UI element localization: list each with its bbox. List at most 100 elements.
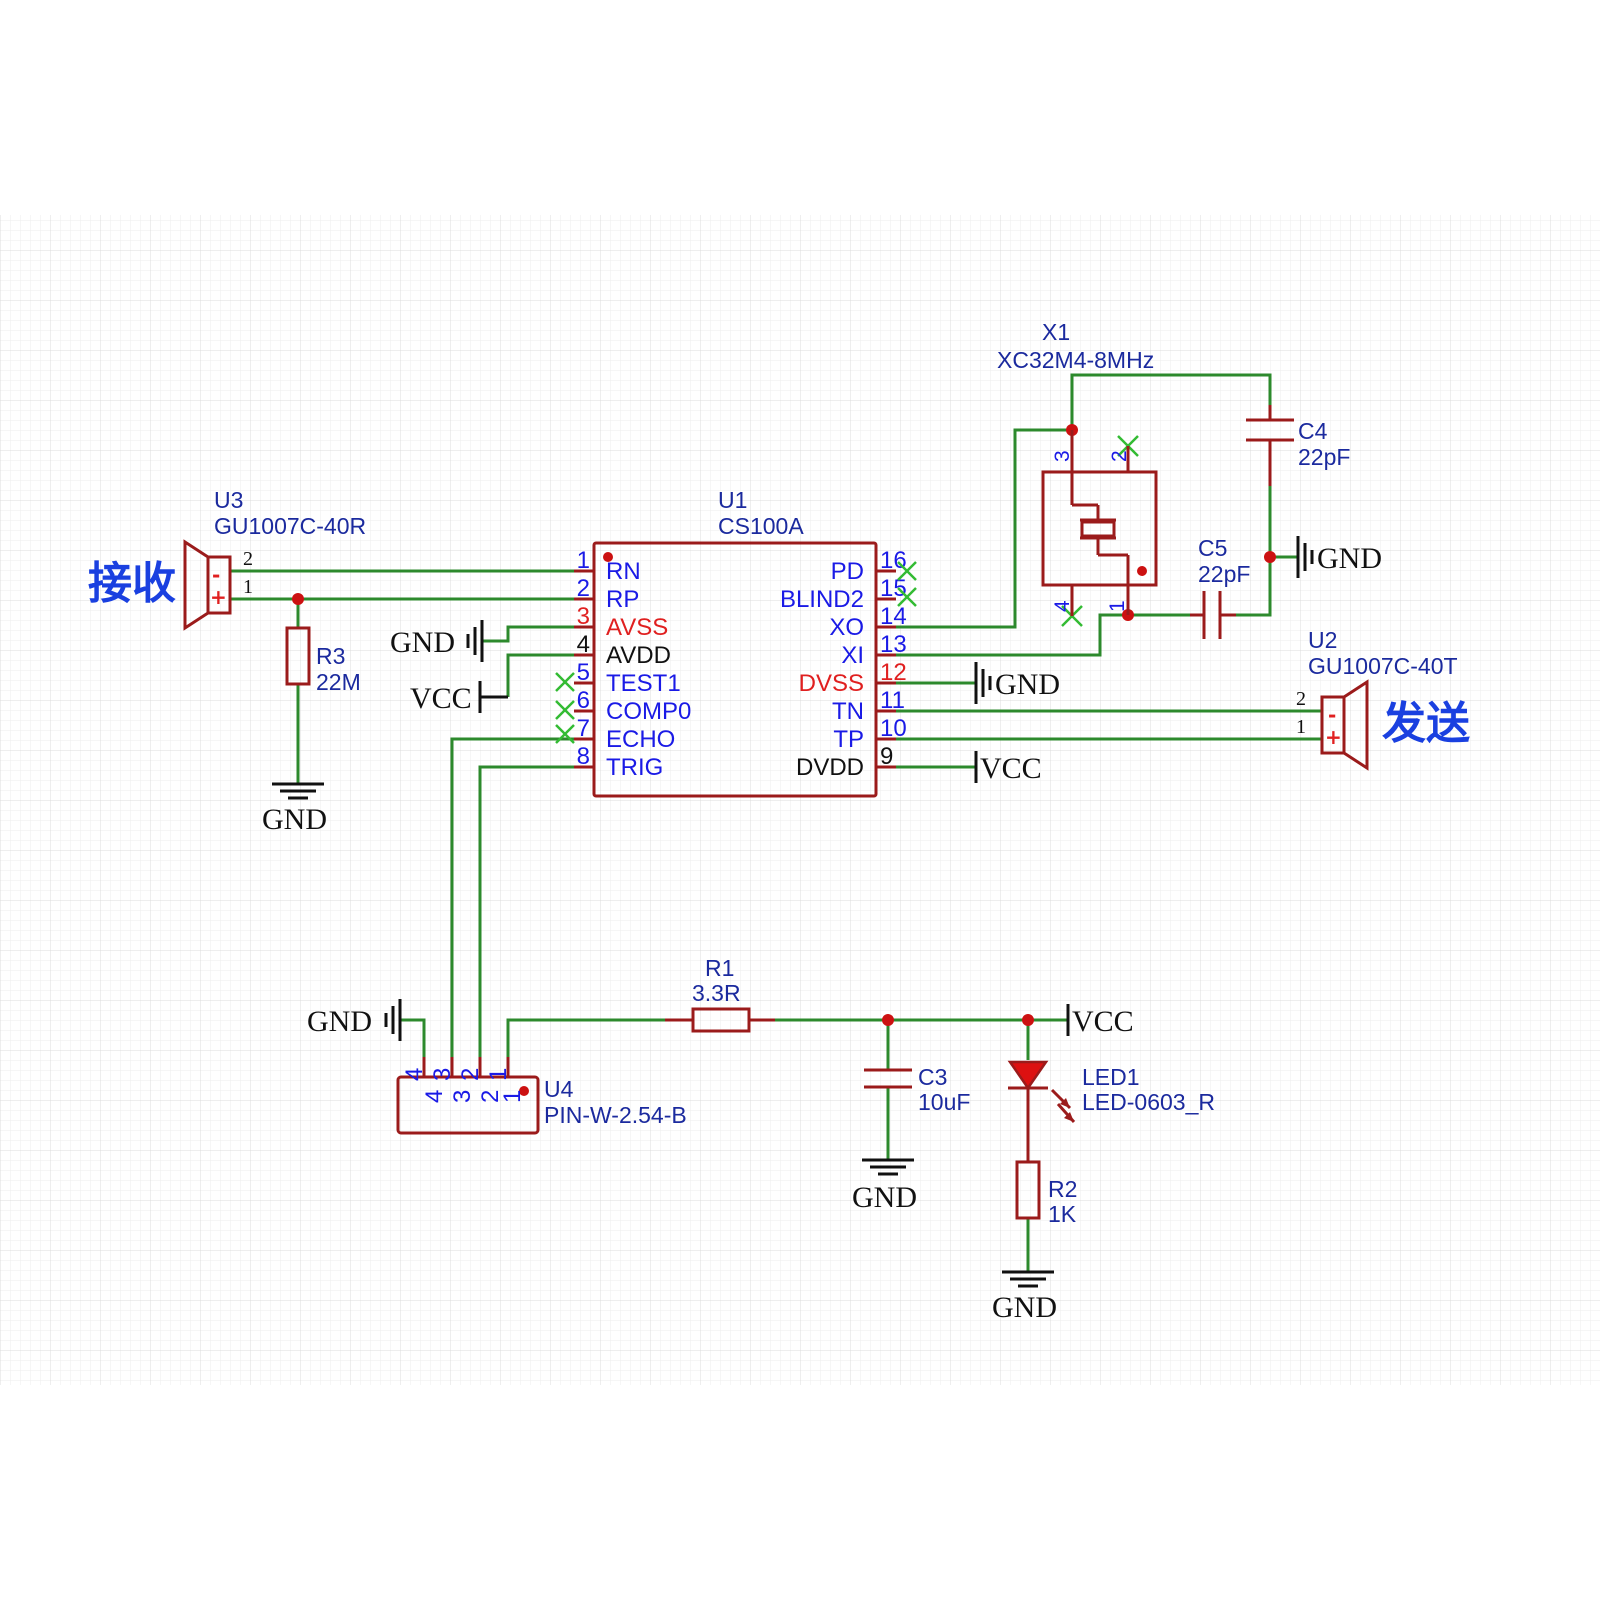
u1-pin-name-avss: AVSS	[606, 614, 668, 641]
u1-value: CS100A	[718, 513, 804, 539]
x1-pin4: 4	[1051, 600, 1074, 612]
u4-outer-pin4: 4	[401, 1068, 428, 1081]
u4-inner-pin2: 2	[477, 1090, 504, 1103]
u4-inner-pin1: 1	[499, 1090, 526, 1103]
u3-ref: U3	[214, 487, 243, 513]
grid-background	[0, 215, 1600, 1385]
u2-pin1: 1	[1296, 716, 1306, 738]
gnd-label-u4: GND	[307, 1005, 372, 1038]
noconn-pin6	[555, 700, 575, 720]
wire-trig	[478, 765, 594, 1057]
u4-outer-pin2: 2	[457, 1068, 484, 1081]
u1-pin-name-blind2: BLIND2	[780, 586, 864, 613]
u1-pin-num-14: 14	[880, 603, 907, 630]
wire-u4-gnd	[400, 1018, 426, 1057]
noconn-pin16	[897, 561, 917, 581]
x1-crystal[interactable]: 3 2 4 1 X1 XC32M4-8MHz	[997, 319, 1158, 616]
u1-pin-name-xo: XO	[829, 614, 864, 641]
gnd-label-r3: GND	[262, 803, 327, 836]
u4-inner-pin3: 3	[449, 1090, 476, 1103]
r1-resistor[interactable]: R1 3.3R	[665, 955, 775, 1033]
c3-ref: C3	[918, 1064, 947, 1090]
u2-plus-sign: +	[1325, 725, 1342, 749]
send-label: 发送	[1382, 698, 1470, 749]
u4-connector[interactable]: 4 3 2 1 4 3 2 1 U4 PIN-W-2.54-B	[396, 1057, 687, 1135]
c4-value: 22pF	[1298, 444, 1350, 470]
x1-pin2: 2	[1108, 450, 1131, 462]
u2-transducer[interactable]: - + 2 1 U2 GU1007C-40T	[1296, 627, 1458, 771]
c5-ref: C5	[1198, 535, 1227, 561]
gnd-symbol-u4: GND	[307, 999, 402, 1041]
noconn-pin7	[555, 724, 575, 744]
wire-x1-c4	[1070, 373, 1272, 430]
vcc-symbol-led: VCC	[1066, 1004, 1134, 1038]
junction-led	[1022, 1014, 1034, 1026]
junction-gnd-xtal	[1264, 551, 1276, 563]
u1-pin-num-2: 2	[577, 575, 590, 602]
u1-pin-name-echo: ECHO	[606, 726, 675, 753]
x1-ref: X1	[1042, 319, 1070, 345]
u3-minus-sign: -	[212, 563, 220, 587]
u2-minus-sign: -	[1328, 703, 1336, 727]
u3-value: GU1007C-40R	[214, 513, 366, 539]
vcc-label-led: VCC	[1072, 1005, 1134, 1038]
u1-pin-name-xi: XI	[841, 642, 864, 669]
gnd-label-dvss: GND	[995, 668, 1060, 701]
u4-ref: U4	[544, 1076, 574, 1102]
u3-transducer[interactable]: - + 2 1 U3 GU1007C-40R	[183, 487, 366, 631]
wires	[230, 373, 1322, 1272]
u1-pin-num-8: 8	[577, 743, 590, 770]
u1-pin-num-7: 7	[577, 715, 590, 742]
u1-pin-num-1: 1	[577, 547, 590, 574]
noconn-pin5	[555, 672, 575, 692]
u2-pin2: 2	[1296, 688, 1306, 710]
wire-xi	[876, 613, 1128, 657]
r1-ref: R1	[705, 955, 734, 981]
vcc-label-avdd: VCC	[410, 682, 472, 715]
junction-rp	[292, 593, 304, 605]
c3-value: 10uF	[918, 1089, 970, 1115]
x1-pin1: 1	[1106, 600, 1129, 612]
u1-pin-name-dvss: DVSS	[799, 670, 864, 697]
u1-pin-num-10: 10	[880, 715, 907, 742]
gnd-label-avss: GND	[390, 626, 455, 659]
vcc-symbol-dvdd: VCC	[974, 751, 1042, 785]
u3-pin1: 1	[243, 576, 253, 598]
u1-pin-name-rn: RN	[606, 558, 641, 585]
gnd-symbol-xtal: GND	[1296, 536, 1382, 578]
x1-value: XC32M4-8MHz	[997, 347, 1154, 373]
c5-capacitor[interactable]: C5 22pF	[1190, 535, 1250, 639]
led1[interactable]: LED1 LED-0603_R	[1007, 1060, 1215, 1162]
c5-value: 22pF	[1198, 561, 1250, 587]
x1-pin3: 3	[1051, 450, 1074, 462]
gnd-label-c3: GND	[852, 1181, 917, 1214]
u1-pin-name-rp: RP	[606, 586, 639, 613]
r2-resistor[interactable]: R2 1K	[1015, 1160, 1077, 1227]
u1-pin-num-9: 9	[880, 743, 893, 770]
wire-echo	[450, 737, 594, 1057]
gnd-label-r2: GND	[992, 1291, 1057, 1324]
c4-capacitor[interactable]: C4 22pF	[1246, 405, 1350, 486]
u4-outer-pin3: 3	[429, 1068, 456, 1081]
gnd-symbol-c3: GND	[852, 1158, 917, 1214]
wire-u4-r1	[506, 1018, 665, 1057]
gnd-label-xtal: GND	[1317, 542, 1382, 575]
u4-value: PIN-W-2.54-B	[544, 1102, 687, 1128]
gnd-symbol-avss: GND	[390, 620, 484, 662]
u1-pin-num-12: 12	[880, 659, 907, 686]
r2-value: 1K	[1048, 1201, 1077, 1227]
u1-pin-num-13: 13	[880, 631, 907, 658]
u3-plus-sign: +	[210, 585, 227, 609]
u1-pin-num-15: 15	[880, 575, 907, 602]
u1-ref: U1	[718, 487, 747, 513]
c3-capacitor[interactable]: C3 10uF	[864, 1064, 970, 1115]
r1-value: 3.3R	[692, 980, 741, 1006]
u1-pin-num-4: 4	[577, 631, 590, 658]
u2-value: GU1007C-40T	[1308, 653, 1458, 679]
u1-pin-name-tp: TP	[833, 726, 864, 753]
u1-pin-name-comp0: COMP0	[606, 698, 691, 725]
r3-resistor[interactable]: R3 22M	[285, 626, 361, 695]
u3-pin2: 2	[243, 548, 253, 570]
u1-pin-name-avdd: AVDD	[606, 642, 671, 669]
